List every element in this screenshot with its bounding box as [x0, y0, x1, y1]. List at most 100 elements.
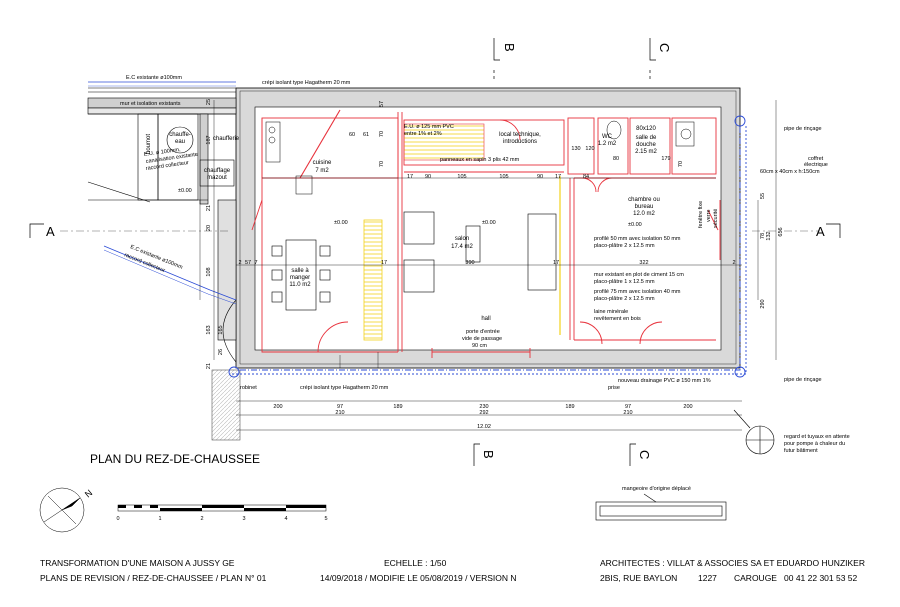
scale-text: ECHELLE : 1/50: [384, 558, 447, 568]
dim-right: 132: [766, 231, 772, 240]
north-label: N: [83, 488, 94, 500]
note-eu-left: E.U. ø 100mm,: [143, 147, 181, 158]
room-chambre-name: chambre ou: [628, 197, 660, 203]
section-a-left: A: [46, 224, 55, 239]
note-porte2: vide de passage: [462, 336, 502, 342]
note-pipe-top: pipe de rinçage: [784, 126, 822, 132]
note-crepi-bottom: crépi isolant type Hagatherm 20 mm: [300, 385, 389, 391]
room-sdb-area: 2.15 m2: [635, 149, 657, 155]
room-chambre-area: 12.0 m2: [633, 211, 655, 217]
room-houmot: houmot: [146, 134, 152, 154]
note-drainage: nouveau drainage PVC ø 150 mm 1%: [618, 378, 711, 384]
dim-bottom2: 210: [623, 410, 632, 416]
left-annex: [87, 87, 241, 441]
dim-small: 120: [585, 146, 594, 152]
north-arrow: [39, 487, 85, 533]
drainage-lines: [88, 81, 747, 378]
mangeoire: [595, 493, 727, 521]
dim-left: 163: [206, 325, 212, 334]
dim-top: 84: [583, 174, 589, 180]
note-panneaux: panneaux en sapin 3 plis 42 mm: [440, 157, 520, 163]
dim-right: 290: [760, 299, 766, 308]
section-c-bottom: C: [637, 450, 652, 459]
room-hall-name: hall: [481, 316, 490, 322]
dim-total: 12.02: [477, 424, 491, 430]
exterior-walls: [235, 87, 741, 369]
note-fenetre2: verre: [706, 209, 712, 222]
scale-label: 5: [324, 516, 327, 522]
dim-mid: 2: [238, 260, 241, 266]
dim-mid: 17: [553, 260, 559, 266]
dim-small: 60: [349, 132, 355, 138]
section-a-right: A: [816, 224, 825, 239]
room-chambre-name2: bureau: [635, 204, 654, 210]
scale-label: 1: [158, 516, 161, 522]
section-c-top: C: [657, 43, 672, 52]
dim-bottom: 97: [337, 404, 343, 410]
staircase: [363, 123, 561, 341]
scale-label: 2: [200, 516, 203, 522]
note-laine2: revêtement en bois: [594, 316, 641, 322]
dim-bottom2: 292: [479, 410, 488, 416]
section-lines: [29, 38, 841, 466]
room-salle-name2: manger: [290, 275, 310, 281]
note-ec-top: E.C existante ø100mm: [126, 75, 182, 81]
room-wc-name: WC: [602, 134, 613, 140]
scale-label: 0: [116, 516, 119, 522]
dim-mid: 17: [381, 260, 387, 266]
level-salon: ±0.00: [482, 220, 496, 226]
plan-reference: PLANS DE REVISION / REZ-DE-CHAUSSEE / PL…: [40, 573, 267, 583]
room-cuisine-name: cuisine: [313, 160, 332, 166]
dim-left: 108: [206, 267, 212, 276]
dim-left: 187: [206, 135, 212, 144]
note-pipe-bottom: pipe de rinçage: [784, 377, 822, 383]
kitchen-fixtures: [265, 121, 313, 195]
room-chauffe-name2: eau: [175, 139, 185, 145]
note-laine: laine minérale: [594, 309, 628, 315]
room-salon-name: salon: [455, 236, 469, 242]
room-salle-name: salle à: [291, 268, 309, 274]
dim-small: 61: [363, 132, 369, 138]
dim-small: 165: [218, 325, 224, 334]
level-annex: ±0.00: [178, 188, 192, 194]
dim-mid: 57: [245, 260, 251, 266]
note-profile75b: placo-plâtre 2 x 12.5 mm: [594, 296, 655, 302]
note-coffret3: 60cm x 40cm x h:150cm: [760, 169, 820, 175]
dim-bottom: 97: [625, 404, 631, 410]
note-eu-pvc: E.U. ø 125 mm PVC: [404, 124, 454, 130]
note-profile75: profilé 75 mm avec isolation 40 mm: [594, 289, 681, 295]
dim-left: 21: [206, 205, 212, 211]
level-kitchen: ±0.00: [334, 220, 348, 226]
dimension-labels: 200 97 189 230 189 97 200 210 292 210 12…: [206, 99, 784, 430]
note-fenetre: fenêtre fixe: [698, 201, 704, 228]
scale-bar-labels: 0 1 2 3 4 5: [116, 516, 327, 522]
dim-left: 21: [206, 363, 212, 369]
dim-mid: 7: [254, 260, 257, 266]
room-chauffe-name: chauffe-: [169, 132, 191, 138]
architects: ARCHITECTES : VILLAT & ASSOCIES SA ET ED…: [600, 558, 865, 568]
room-cuisine-area: 7 m2: [315, 168, 329, 174]
dim-small: 70: [379, 131, 385, 137]
dimension-lines: [199, 100, 777, 431]
note-regard2: pour pompe à chaleur du: [784, 441, 845, 447]
note-coffret2: électrique: [804, 162, 828, 168]
annotations: E.C existante ø100mm crépi isolant type …: [120, 75, 850, 492]
room-chaufferie: chaufferie: [213, 136, 240, 142]
dim-mid: 322: [639, 260, 648, 266]
note-coffret: coffret: [808, 156, 824, 162]
dim-bottom: 230: [479, 404, 488, 410]
room-sdb-size: 80x120: [636, 126, 656, 132]
room-salle-area: 11.0 m2: [289, 282, 311, 288]
scale-bar: [117, 504, 327, 512]
city: CAROUGE: [734, 573, 777, 583]
bathroom-fixtures: [606, 120, 695, 147]
project-name: TRANSFORMATION D'UNE MAISON A JUSSY GE: [40, 558, 235, 568]
note-mur-existants: mur et isolation existants: [120, 101, 181, 107]
dim-bottom2: 210: [335, 410, 344, 416]
dim-top: 105: [457, 174, 466, 180]
dim-left: 20: [206, 225, 212, 231]
note-fenetre3: sécurité: [713, 209, 719, 228]
note-porte3: 90 cm: [472, 343, 487, 349]
dim-right: 55: [760, 193, 766, 199]
